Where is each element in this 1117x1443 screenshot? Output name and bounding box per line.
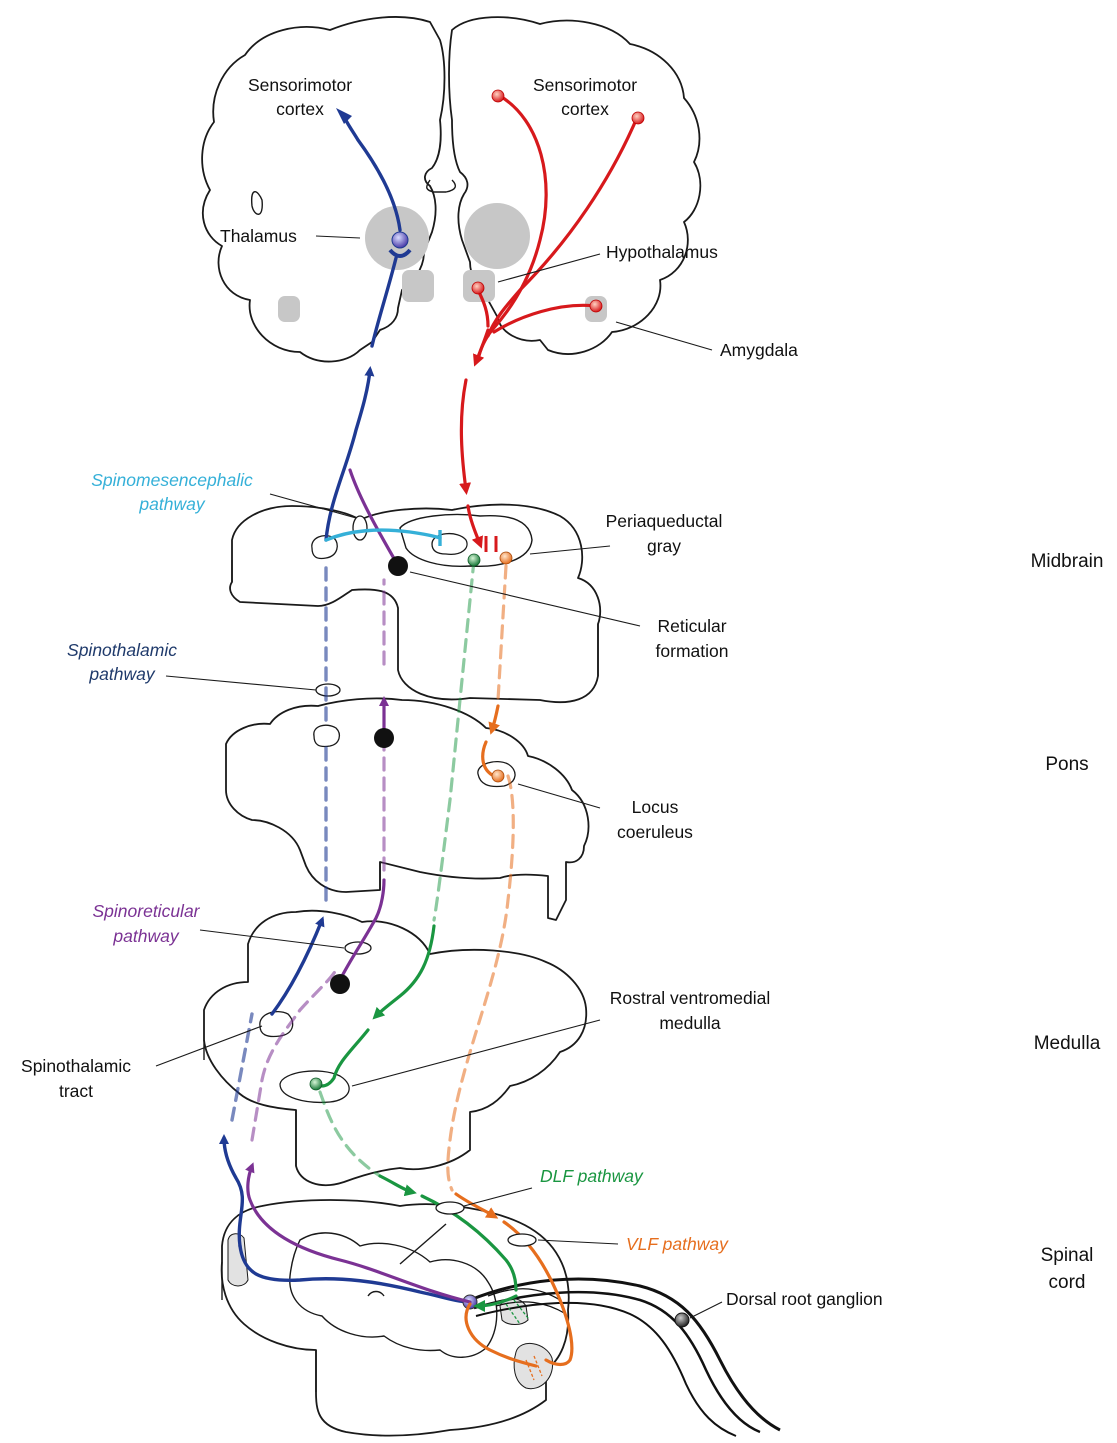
sensorimotor-left-line1: Sensorimotor	[248, 75, 352, 95]
sensorimotor-right-line2: cortex	[561, 99, 609, 119]
reticular-clump-pons	[374, 728, 394, 748]
drg-label: Dorsal root ganglion	[726, 1289, 883, 1309]
drg-leader	[690, 1302, 722, 1318]
amygdala-left	[278, 296, 300, 322]
red-cortex-neuron-left	[492, 90, 504, 102]
dorsal-root-ganglion-neuron	[675, 1313, 689, 1327]
periaqueductal-line2: gray	[647, 536, 681, 556]
thalamus-right	[464, 203, 530, 269]
thalamus-label: Thalamus	[220, 226, 297, 246]
rvm-line1: Rostral ventromedial	[610, 988, 770, 1008]
spinomesencephalic-line2: pathway	[138, 494, 205, 514]
dlf-label: DLF pathway	[540, 1166, 644, 1186]
red-amygdala-neuron	[590, 300, 602, 312]
medulla-slab-outline	[204, 911, 586, 1185]
dlf-pathway-oval	[436, 1202, 464, 1214]
medulla-tract-left	[260, 1012, 293, 1037]
locus-line2: coeruleus	[617, 822, 693, 842]
spinomesencephalic-line1: Spinomesencephalic	[91, 470, 253, 490]
right-hemisphere	[449, 17, 700, 354]
spinothalamic-pathway-oval	[316, 684, 340, 696]
reticular-line2: formation	[656, 641, 729, 661]
reticular-clump-medulla	[330, 974, 350, 994]
spinoreticular-line2: pathway	[112, 926, 179, 946]
left-hemisphere	[202, 17, 444, 362]
sensorimotor-left-line2: cortex	[276, 99, 324, 119]
green-rvm-neuron	[310, 1078, 322, 1090]
hypothalamus-left	[402, 270, 434, 302]
pons-section	[226, 684, 588, 920]
pons-tract-left	[314, 725, 340, 746]
spinothalamic-pathway-line1: Spinothalamic	[67, 640, 177, 660]
medulla-section	[204, 911, 586, 1185]
orange-segment-pons-arrow	[492, 706, 498, 730]
green-segment-dlf-arrow	[380, 1176, 412, 1192]
thalamus-neuron	[392, 232, 408, 248]
spinothalamic-pathway-leader	[166, 676, 316, 690]
rvm-line2: medulla	[659, 1013, 721, 1033]
orange-lc-neuron	[492, 770, 504, 782]
spinoreticular-line1: Spinoreticular	[93, 901, 201, 921]
reticular-line1: Reticular	[657, 616, 726, 636]
red-segment-arrow-1	[476, 330, 488, 362]
red-hypothalamus-neuron	[472, 282, 484, 294]
vlf-pathway-oval	[508, 1234, 536, 1246]
spinothalamic-pathway-line2: pathway	[88, 664, 155, 684]
level-pons: Pons	[1045, 754, 1088, 775]
spinomesencephalic-tract-oval	[353, 516, 367, 540]
dlf-leader	[464, 1188, 532, 1206]
reticular-clump-midbrain	[388, 556, 408, 576]
periaqueductal-line1: Periaqueductal	[606, 511, 723, 531]
pons-slab-outline	[226, 698, 588, 920]
locus-line1: Locus	[632, 797, 679, 817]
red-cortex-neuron-right	[632, 112, 644, 124]
green-pag-neuron	[468, 554, 480, 566]
level-spinal-line1: Spinal	[1041, 1245, 1094, 1266]
level-spinal-line2: cord	[1049, 1272, 1086, 1293]
level-medulla: Medulla	[1034, 1033, 1101, 1054]
amygdala-label: Amygdala	[720, 340, 798, 360]
spinothalamic-tract-line2: tract	[59, 1081, 93, 1101]
red-segment-arrow-2	[461, 380, 466, 490]
orange-pag-neuron	[500, 552, 512, 564]
spinothalamic-tract-line1: Spinothalamic	[21, 1056, 131, 1076]
level-midbrain: Midbrain	[1031, 551, 1104, 572]
brain-section	[202, 17, 700, 362]
vlf-label: VLF pathway	[626, 1234, 729, 1254]
hypothalamus-label: Hypothalamus	[606, 242, 718, 262]
sensorimotor-right-line1: Sensorimotor	[533, 75, 637, 95]
amygdala-leader	[616, 322, 712, 350]
